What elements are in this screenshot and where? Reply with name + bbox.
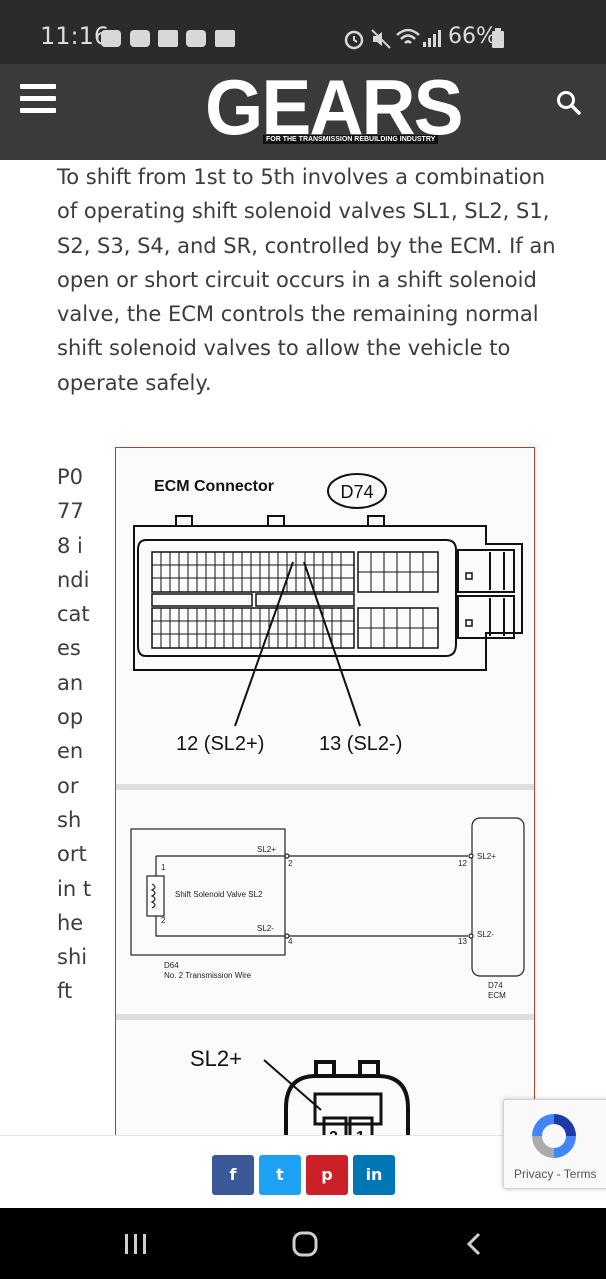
figure-divider-2	[116, 1014, 534, 1020]
status-bar: 11:16 66%	[0, 0, 606, 64]
status-time: 11:16	[40, 22, 110, 50]
logo-text: GEARS	[205, 63, 464, 151]
recaptcha-badge[interactable]: Privacy - Terms	[503, 1099, 606, 1189]
ecm-pin-12: 12	[458, 859, 467, 868]
ecm-pin-13: 13	[458, 937, 467, 946]
wire-label-sl2-minus-left: SL2-	[257, 924, 274, 933]
youtube-icon	[186, 30, 206, 47]
pin-12-label: 12 (SL2+)	[176, 733, 264, 755]
ecm-label: ECM	[488, 991, 506, 1000]
article-intro-paragraph: To shift from 1st to 5th involves a comb…	[57, 165, 556, 395]
recent-apps-icon[interactable]	[116, 1226, 156, 1262]
solenoid-connector-drawing	[284, 1060, 410, 1147]
article-narrow-text: P0778 indicates an open or short in the …	[57, 465, 92, 1004]
mute-icon	[371, 29, 391, 49]
youtube-icon	[130, 30, 150, 47]
linkedin-share-button[interactable]: in	[353, 1155, 395, 1195]
recaptcha-privacy-terms[interactable]: Privacy - Terms	[514, 1167, 597, 1181]
ecm-connector-drawing	[133, 515, 523, 671]
valve-label: Shift Solenoid Valve SL2	[175, 890, 263, 899]
harness-label: No. 2 Transmission Wire	[164, 971, 252, 980]
pin-13-label: 13 (SL2-)	[319, 733, 402, 755]
twitter-icon: t	[276, 1165, 284, 1184]
hamburger-menu-button[interactable]	[20, 84, 56, 116]
system-navigation-bar	[0, 1208, 606, 1279]
gallery-icon	[215, 30, 235, 47]
connector-id-oval	[327, 473, 387, 509]
back-icon[interactable]	[455, 1226, 495, 1262]
email-icon	[158, 30, 178, 47]
solenoid-terminal-label: SL2+	[190, 1046, 242, 1071]
alarm-icon	[344, 30, 364, 50]
wifi-icon	[396, 28, 420, 44]
twitter-share-button[interactable]: t	[259, 1155, 301, 1195]
harness-pin-4: 4	[288, 937, 293, 946]
wire-label-sl2-plus-left: SL2+	[257, 845, 276, 854]
harness-id: D64	[164, 961, 179, 970]
site-header: GEARS FOR THE TRANSMISSION REBUILDING IN…	[0, 64, 606, 160]
pinterest-icon: p	[321, 1165, 333, 1184]
wiring-diagram	[130, 817, 525, 977]
search-icon[interactable]	[556, 90, 582, 116]
pin12-leader-line	[234, 561, 294, 727]
battery-icon	[492, 28, 504, 48]
wire-label-sl2-minus-right: SL2-	[477, 930, 494, 939]
coil-pin-1: 1	[161, 863, 166, 872]
recaptcha-icon	[532, 1114, 576, 1158]
connector-id: D74	[340, 482, 373, 502]
ecm-connector-id: D74	[488, 981, 503, 990]
linkedin-icon: in	[365, 1165, 383, 1184]
connector-title: ECM Connector	[154, 478, 274, 495]
pinterest-share-button[interactable]: p	[306, 1155, 348, 1195]
ecm-connector-figure: ECM Connector D74	[115, 447, 535, 1147]
signal-icon	[423, 30, 441, 47]
coil-pin-2: 2	[161, 916, 166, 925]
pin-grid	[152, 552, 438, 648]
pin13-leader-line	[303, 561, 361, 727]
logo-tagline: FOR THE TRANSMISSION REBUILDING INDUSTRY	[263, 135, 439, 144]
youtube-icon	[101, 30, 121, 47]
harness-pin-2: 2	[288, 859, 293, 868]
facebook-icon: f	[229, 1165, 237, 1184]
figure-divider	[116, 784, 534, 790]
facebook-share-button[interactable]: f	[212, 1155, 254, 1195]
wire-label-sl2-plus-right: SL2+	[477, 852, 496, 861]
battery-percent: 66%	[448, 24, 497, 49]
site-logo[interactable]: GEARS FOR THE TRANSMISSION REBUILDING IN…	[205, 66, 464, 148]
home-icon[interactable]	[285, 1226, 325, 1262]
